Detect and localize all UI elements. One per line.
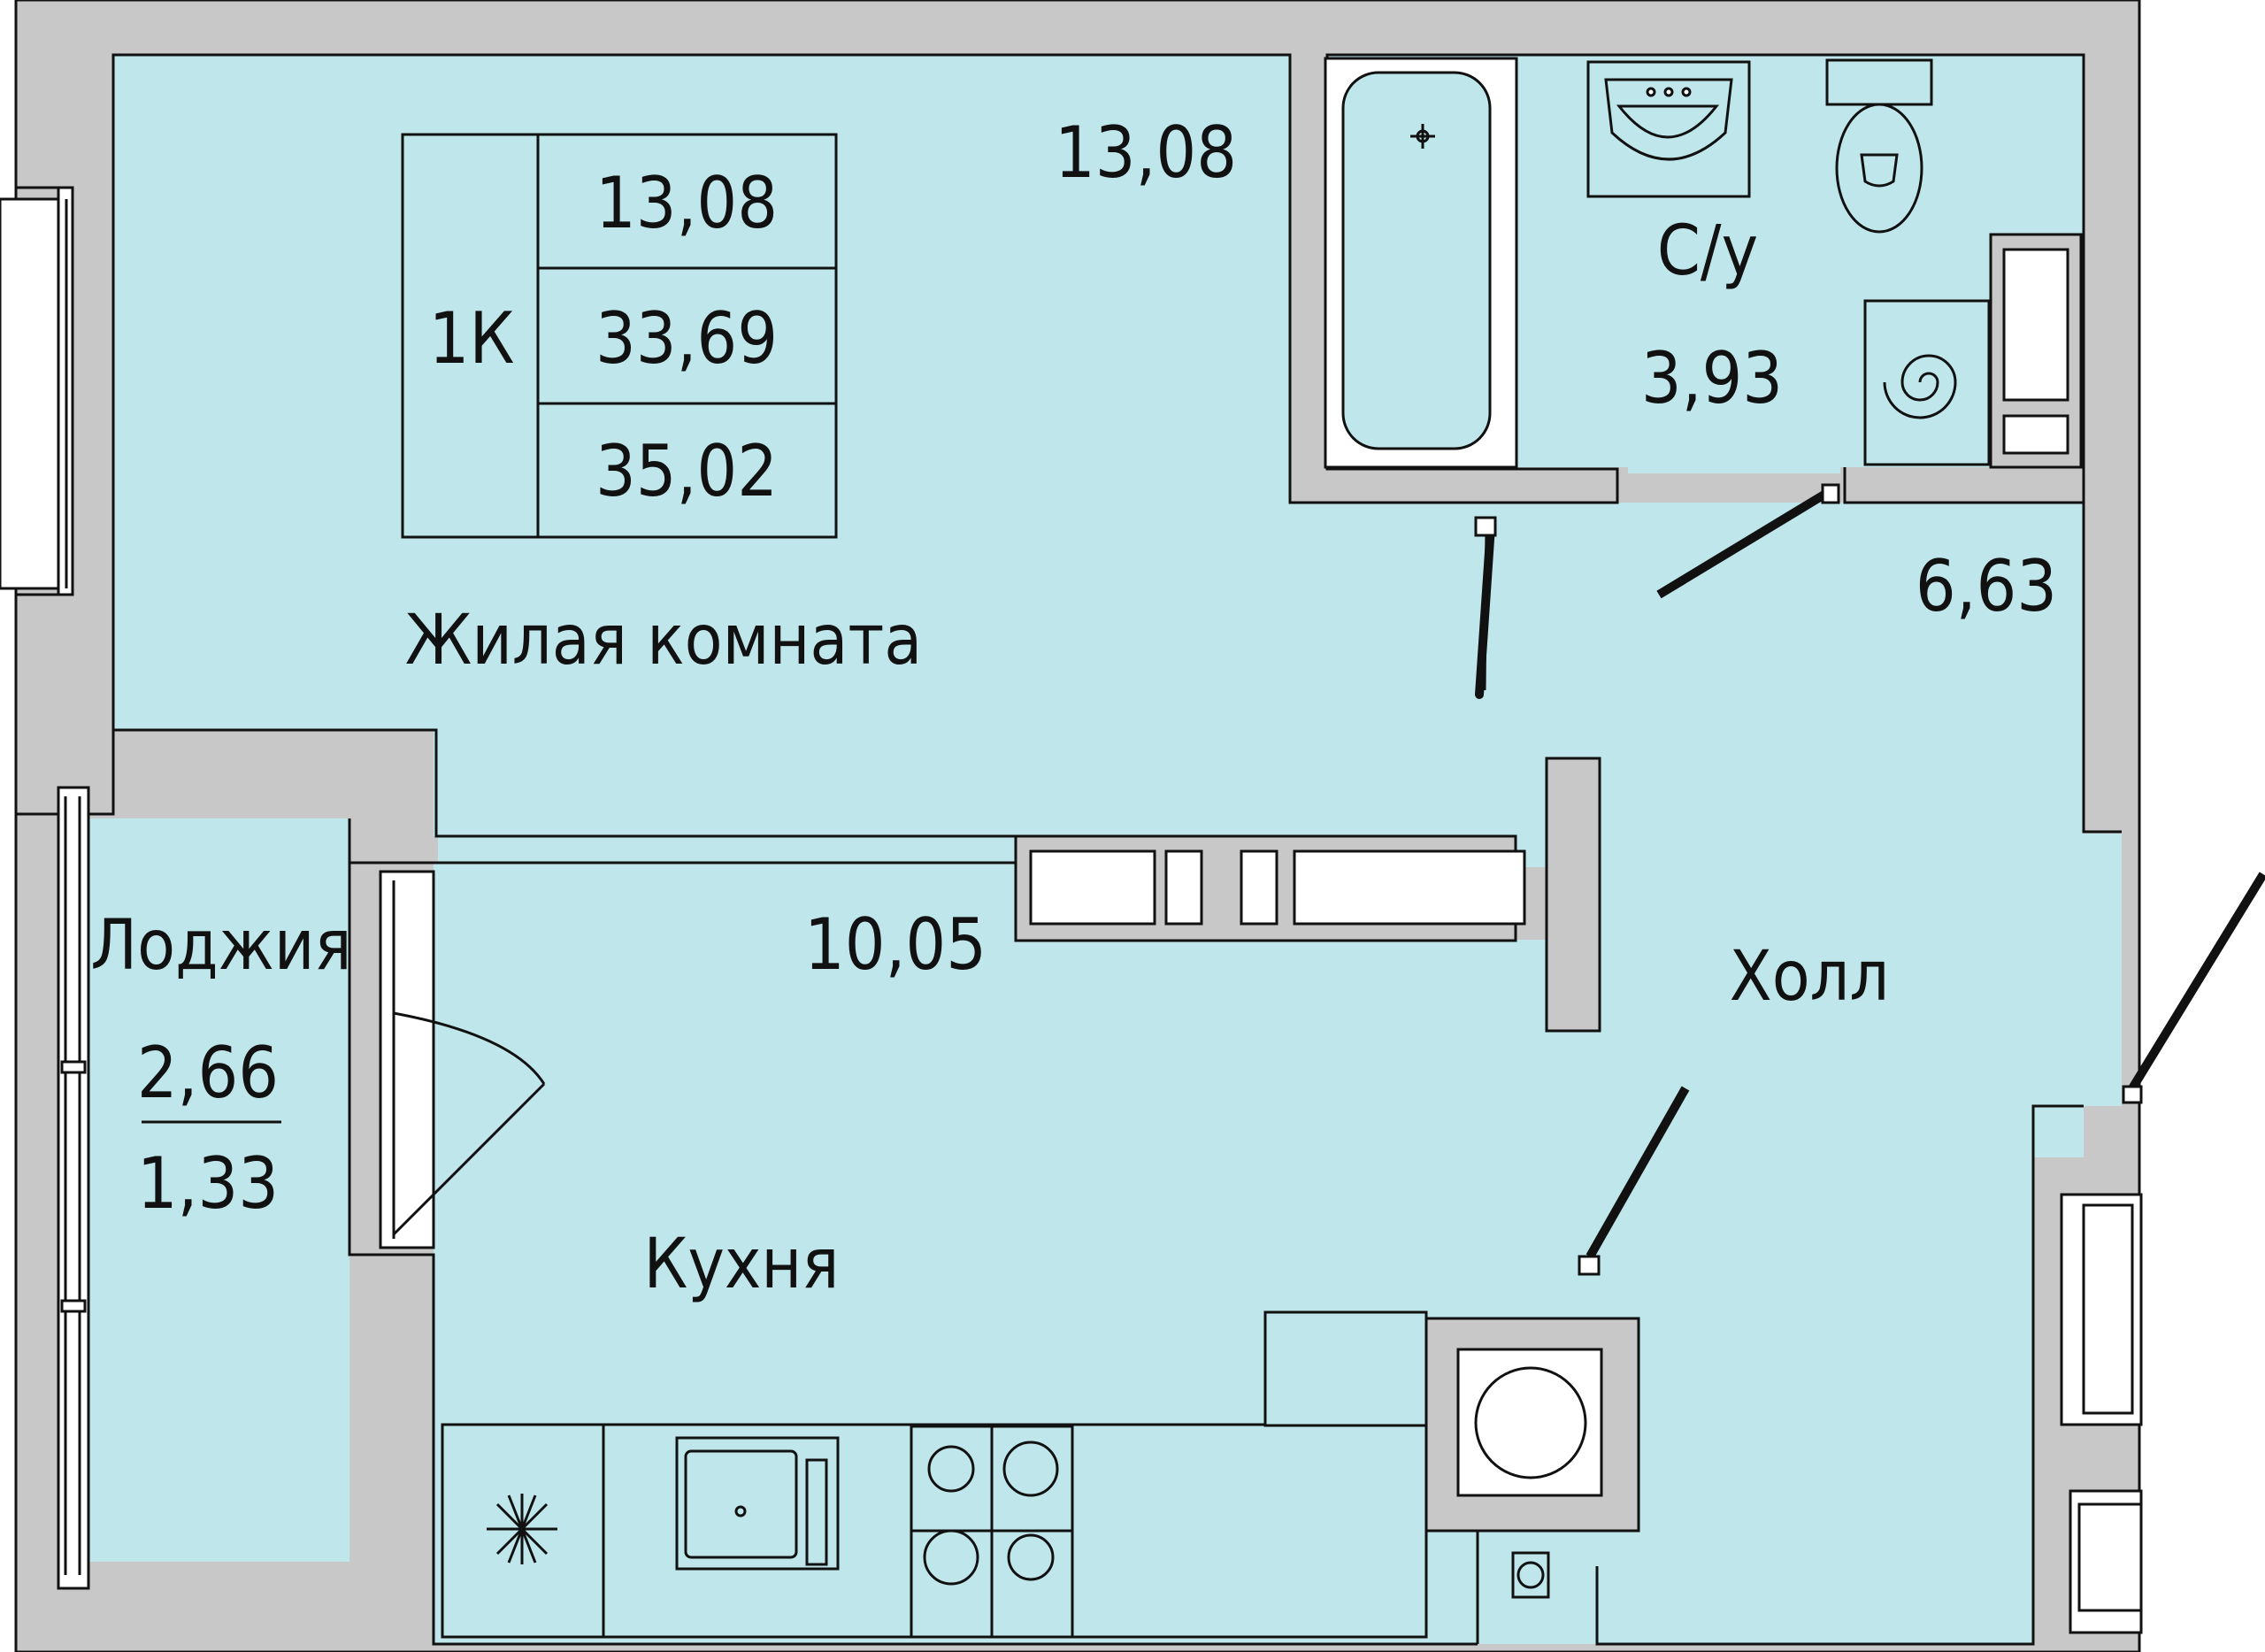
bathroom-area-label: 3,93 [1641, 337, 1783, 419]
living-room-area-label: 13,08 [1055, 111, 1237, 194]
loggia-reduced-area-label: 1,33 [137, 1142, 279, 1225]
loggia-area [87, 818, 349, 1562]
hall-area-label: 6,63 [1916, 545, 2057, 627]
sink [1586, 60, 1751, 198]
window-left [0, 186, 74, 596]
summary-total-area: 33,69 [595, 297, 778, 380]
boiler [1424, 1317, 1640, 1599]
hall-area [1555, 734, 2122, 1644]
loggia-area-label: 2,66 [137, 1032, 279, 1114]
living-room-name: Жилая комната [405, 601, 923, 680]
summary-table: 1К 13,08 33,69 35,02 [401, 133, 838, 539]
washing-machine [1863, 233, 2083, 469]
bathroom-name: С/у [1657, 211, 1758, 291]
summary-living-area: 13,08 [595, 162, 778, 244]
extractor-fan-icon [487, 1494, 557, 1564]
toilet [1825, 58, 1933, 234]
loggia-name: Лоджия [90, 906, 351, 986]
hall-name: Холл [1730, 937, 1890, 1017]
doors [1474, 483, 2265, 1276]
shelving-partition [1014, 757, 1601, 1033]
bathtub [1324, 57, 1518, 469]
summary-total-with-loggia: 35,02 [595, 430, 778, 512]
entrance-wall [2060, 1193, 2143, 1634]
kitchen-area-label: 10,05 [804, 903, 987, 986]
loggia-window [57, 786, 90, 1590]
kitchen-counter [441, 1310, 1428, 1639]
summary-type: 1К [429, 297, 515, 380]
kitchen-name: Кухня [644, 1225, 840, 1304]
loggia-door [379, 870, 546, 1249]
